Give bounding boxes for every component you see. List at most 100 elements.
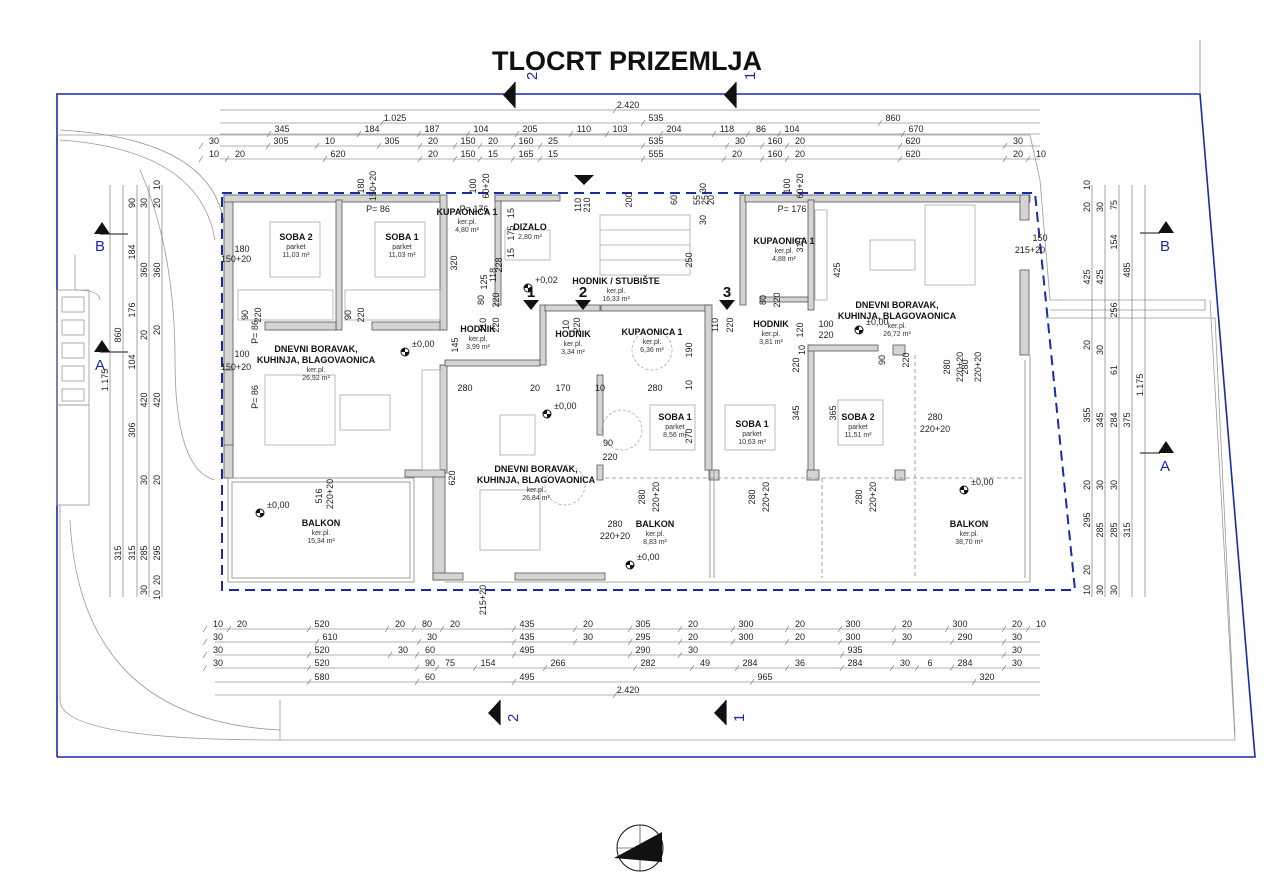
section-a-right-label: A — [1160, 458, 1170, 475]
dimension-value: 20 — [428, 136, 438, 146]
dimension-value: 60 — [425, 645, 435, 655]
dimension-value: 20 — [1082, 480, 1092, 490]
interior-dimension: 60+20 — [481, 173, 491, 198]
room-finish: parket — [665, 424, 685, 431]
entry-arrow-icon — [574, 175, 594, 185]
interior-dimension: 100 — [234, 349, 249, 359]
dimension-value: 266 — [550, 658, 565, 668]
dimension-value: 10 — [213, 619, 223, 629]
room-finish: ker.pl. — [643, 339, 662, 346]
dimension-value: 860 — [113, 327, 123, 342]
dimension-value: 30 — [1095, 345, 1105, 355]
interior-dimension: 516 — [314, 488, 324, 503]
interior-dimension: 220 — [491, 317, 501, 332]
interior-dimension: 200 — [624, 192, 634, 207]
walls — [223, 194, 1031, 581]
interior-dimension: 220 — [253, 307, 263, 322]
room-name: DNEVNI BORAVAK, — [274, 344, 357, 354]
level-value: ±0,00 — [637, 552, 659, 562]
room-label: DNEVNI BORAVAK,KUHINJA, BLAGOVAONICAker.… — [838, 300, 957, 338]
interior-dimension: 280 — [854, 489, 864, 504]
dimension-value: 20 — [795, 149, 805, 159]
interior-dimension: 270 — [684, 428, 694, 443]
dimension-value: 30 — [900, 658, 910, 668]
interior-dimension: 220+20 — [973, 352, 983, 382]
section-markers: 2 1 2 1 B A B A — [94, 72, 1174, 725]
section-2-bottom-label: 2 — [505, 714, 522, 722]
dimension-value: 300 — [845, 632, 860, 642]
stair-marker-arrow-icon — [575, 300, 591, 310]
dimension-value: 30 — [398, 645, 408, 655]
dimension-value: 10 — [1082, 585, 1092, 595]
dimension-value: 30 — [1012, 632, 1022, 642]
dimension-value: 20 — [139, 330, 149, 340]
interior-dimension: P= 176 — [778, 204, 807, 214]
interior-dimension: 228 — [494, 257, 504, 272]
dimension-value: 184 — [127, 244, 137, 259]
dimension-value: 375 — [1122, 412, 1132, 427]
interior-dimension: 220+20 — [600, 531, 630, 541]
room-name: SOBA 1 — [385, 232, 418, 242]
room-finish: ker.pl. — [527, 487, 546, 494]
dimension-value: 165 — [518, 149, 533, 159]
interior-dimension: 10 — [797, 345, 807, 355]
dimension-value: 282 — [640, 658, 655, 668]
dimension-value: 535 — [648, 136, 663, 146]
dimension-value: 295 — [1082, 512, 1092, 527]
dimension-value: 20 — [1082, 565, 1092, 575]
furniture — [237, 204, 976, 551]
interior-dimension: 150+20 — [221, 254, 251, 264]
room-name: SOBA 2 — [841, 412, 874, 422]
dimension-value: 620 — [905, 136, 920, 146]
dimension-value: 204 — [666, 124, 681, 134]
interior-dimension: 120 — [795, 322, 805, 337]
interior-dimension: P= 86 — [250, 320, 260, 344]
level-marker: ±0,00 — [400, 339, 434, 357]
interior-dimension: P= 86 — [250, 385, 260, 409]
dimension-value: 75 — [445, 658, 455, 668]
room-name: HODNIK — [753, 319, 789, 329]
dimension-value: 360 — [152, 262, 162, 277]
dimension-value: 154 — [480, 658, 495, 668]
drawing-title: TLOCRT PRIZEMLJA — [492, 46, 762, 76]
interior-dimension: 215+20 — [478, 585, 488, 615]
dimension-value: 295 — [152, 545, 162, 560]
dimension-value: 90 — [127, 198, 137, 208]
room-area: 10,63 m² — [738, 439, 766, 446]
dimension-value: 315 — [113, 545, 123, 560]
dimension-value: 306 — [127, 422, 137, 437]
dimension-value: 355 — [1082, 407, 1092, 422]
room-area: 11,03 m² — [282, 252, 310, 259]
interior-dimension: 150+20 — [368, 171, 378, 201]
dimension-value: 2.420 — [617, 685, 640, 695]
section-2-top-label: 2 — [524, 72, 541, 80]
room-finish: ker.pl. — [607, 288, 626, 295]
room-finish: ker.pl. — [888, 323, 907, 330]
dimension-value: 425 — [1082, 269, 1092, 284]
interior-dimension: 90 — [343, 310, 353, 320]
dimension-value: 20 — [428, 149, 438, 159]
dimension-value: 75 — [1109, 200, 1119, 210]
interior-dimension: P= 86 — [366, 204, 390, 214]
dimension-value: 285 — [1109, 522, 1119, 537]
dimension-value: 20 — [688, 632, 698, 642]
interior-dimension: 220+20 — [868, 482, 878, 512]
dimension-value: 30 — [1109, 480, 1119, 490]
interior-dimension: 80 — [758, 295, 768, 305]
dimension-value: 90 — [425, 658, 435, 668]
room-area: 11,03 m² — [388, 252, 416, 259]
dimension-value: 20 — [152, 325, 162, 335]
interior-dimension: 110 — [573, 198, 583, 212]
dimension-value: 10 — [1036, 619, 1046, 629]
dimension-value: 184 — [364, 124, 379, 134]
dimension-value: 256 — [1109, 302, 1119, 317]
dimension-value: 30 — [1013, 136, 1023, 146]
